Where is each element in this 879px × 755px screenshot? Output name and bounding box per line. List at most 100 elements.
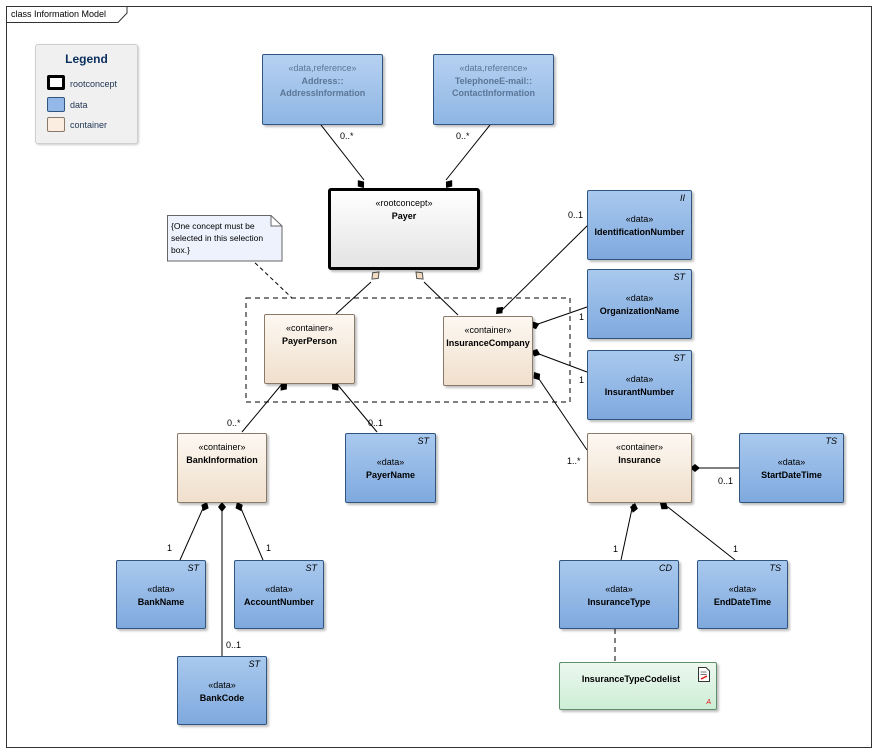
class-name: Address:: bbox=[301, 76, 344, 86]
multiplicity-bankname: 1 bbox=[167, 543, 173, 553]
diagram-frame bbox=[6, 6, 872, 748]
edge-bankinfo bbox=[241, 383, 283, 433]
legend: Legend rootconcept data container bbox=[35, 44, 138, 144]
class-bank-information[interactable]: «container» BankInformation bbox=[177, 433, 267, 503]
multiplicity-insurance: 1..* bbox=[567, 456, 581, 466]
class-name: TelephoneE-mail:: bbox=[454, 76, 533, 86]
abstract-flag: A bbox=[706, 699, 711, 706]
class-name: Insurance bbox=[618, 455, 661, 465]
class-name: OrganizationName bbox=[599, 306, 680, 316]
type-tag: TS bbox=[769, 563, 781, 573]
class-name: BankName bbox=[137, 597, 185, 607]
edge-insurance bbox=[538, 378, 588, 451]
legend-title: Legend bbox=[65, 52, 108, 66]
class-insurance[interactable]: «container» Insurance bbox=[587, 433, 692, 503]
diamond-bankcode bbox=[218, 502, 226, 512]
multiplicity-enddate: 1 bbox=[733, 544, 739, 554]
class-organization-name[interactable]: ST «data» OrganizationName bbox=[587, 269, 692, 339]
edge-organization bbox=[537, 306, 588, 325]
type-tag: ST bbox=[417, 436, 429, 446]
multiplicity-insurant: 1 bbox=[579, 375, 585, 385]
class-end-date-time[interactable]: TS «data» EndDateTime bbox=[697, 560, 788, 629]
type-tag: ST bbox=[673, 353, 685, 363]
class-name: AccountNumber bbox=[243, 597, 314, 607]
legend-swatch-rootconcept bbox=[47, 75, 65, 90]
class-address-information[interactable]: «data,reference» Address:: AddressInform… bbox=[262, 54, 383, 125]
class-start-date-time[interactable]: TS «data» StartDateTime bbox=[739, 433, 844, 503]
class-name: BankCode bbox=[199, 693, 245, 703]
multiplicity-organization: 1 bbox=[579, 312, 585, 322]
class-insurance-type[interactable]: CD «data» InsuranceType bbox=[559, 560, 679, 629]
legend-label-data: data bbox=[70, 100, 88, 110]
stereotype-label: «data» bbox=[625, 374, 654, 384]
edge-insurant bbox=[538, 353, 588, 373]
class-name: PayerName bbox=[365, 470, 416, 480]
edge-contact-payer bbox=[445, 124, 491, 181]
edge-payername bbox=[336, 383, 378, 433]
class-name: InsuranceType bbox=[587, 597, 651, 607]
class-name: InsurantNumber bbox=[604, 387, 675, 397]
class-payer-person[interactable]: «container» PayerPerson bbox=[264, 314, 355, 384]
class-payer[interactable]: «rootconcept» Payer bbox=[328, 188, 480, 270]
diamond-instype bbox=[629, 502, 639, 514]
stereotype-label: «data» bbox=[777, 457, 806, 467]
edge-identification bbox=[501, 224, 589, 311]
edge-payerperson-payer bbox=[335, 281, 372, 315]
stereotype-label: «data» bbox=[265, 584, 293, 594]
multiplicity-payername: 0..1 bbox=[368, 418, 384, 428]
edge-address-payer bbox=[320, 124, 365, 181]
edge-account bbox=[239, 505, 264, 561]
type-tag: II bbox=[679, 193, 685, 203]
type-tag: CD bbox=[659, 563, 672, 573]
frame-title: class Information Model bbox=[11, 9, 107, 19]
multiplicity-bankcode: 0..1 bbox=[226, 640, 242, 650]
multiplicity-instype: 1 bbox=[613, 544, 619, 554]
class-bank-code[interactable]: ST «data» BankCode bbox=[177, 656, 267, 725]
class-insurant-number[interactable]: ST «data» InsurantNumber bbox=[587, 350, 692, 420]
multiplicity-account: 1 bbox=[266, 543, 272, 553]
type-tag: ST bbox=[305, 563, 317, 573]
edge-bankname bbox=[179, 505, 205, 561]
class-insurance-type-codelist[interactable]: InsuranceTypeCodelist A bbox=[559, 662, 717, 710]
class-name: Payer bbox=[391, 211, 417, 221]
legend-swatch-data bbox=[47, 97, 65, 112]
type-tag: ST bbox=[673, 272, 685, 282]
type-tag: ST bbox=[187, 563, 199, 573]
multiplicity-contact: 0..* bbox=[456, 131, 470, 141]
type-tag: ST bbox=[248, 659, 260, 669]
edge-instype bbox=[620, 503, 634, 561]
class-name: IdentificationNumber bbox=[594, 227, 685, 237]
diamond-payerperson bbox=[368, 268, 383, 283]
class-name: EndDateTime bbox=[713, 597, 772, 607]
legend-label-rootconcept: rootconcept bbox=[70, 79, 118, 89]
multiplicity-identification: 0..1 bbox=[568, 210, 584, 220]
class-insurance-company[interactable]: «container» InsuranceCompany bbox=[443, 316, 533, 386]
selection-box bbox=[245, 297, 571, 403]
stereotype-label: «container» bbox=[615, 442, 664, 452]
stereotype-label: «rootconcept» bbox=[375, 198, 433, 208]
stereotype-label: «data» bbox=[147, 584, 175, 594]
stereotype-label: «data» bbox=[625, 293, 654, 303]
stereotype-label: «data» bbox=[208, 680, 236, 690]
class-identification-number[interactable]: II «data» IdentificationNumber bbox=[587, 190, 692, 260]
class-bank-name[interactable]: ST «data» BankName bbox=[116, 560, 206, 629]
stereotype-label: «data» bbox=[376, 457, 405, 467]
stereotype-label: «container» bbox=[198, 442, 246, 452]
stereotype-label: «data,reference» bbox=[288, 63, 357, 73]
diamond-insco bbox=[412, 268, 427, 283]
document-icon bbox=[698, 667, 710, 682]
note-text: {One concept must be selected in this se… bbox=[171, 221, 264, 255]
class-account-number[interactable]: ST «data» AccountNumber bbox=[234, 560, 324, 629]
constraint-note: {One concept must be selected in this se… bbox=[167, 215, 283, 262]
class-name: InsuranceTypeCodelist bbox=[581, 674, 681, 684]
stereotype-label: «data» bbox=[625, 214, 654, 224]
class-name-line2: ContactInformation bbox=[452, 88, 535, 98]
class-contact-information[interactable]: «data,reference» TelephoneE-mail:: Conta… bbox=[433, 54, 554, 125]
edge-insco-payer bbox=[423, 281, 459, 316]
edge-enddate bbox=[663, 503, 736, 561]
type-tag: TS bbox=[825, 436, 837, 446]
class-payer-name[interactable]: ST «data» PayerName bbox=[345, 433, 436, 503]
multiplicity-bankinfo: 0..* bbox=[227, 418, 241, 428]
class-name: BankInformation bbox=[186, 455, 258, 465]
